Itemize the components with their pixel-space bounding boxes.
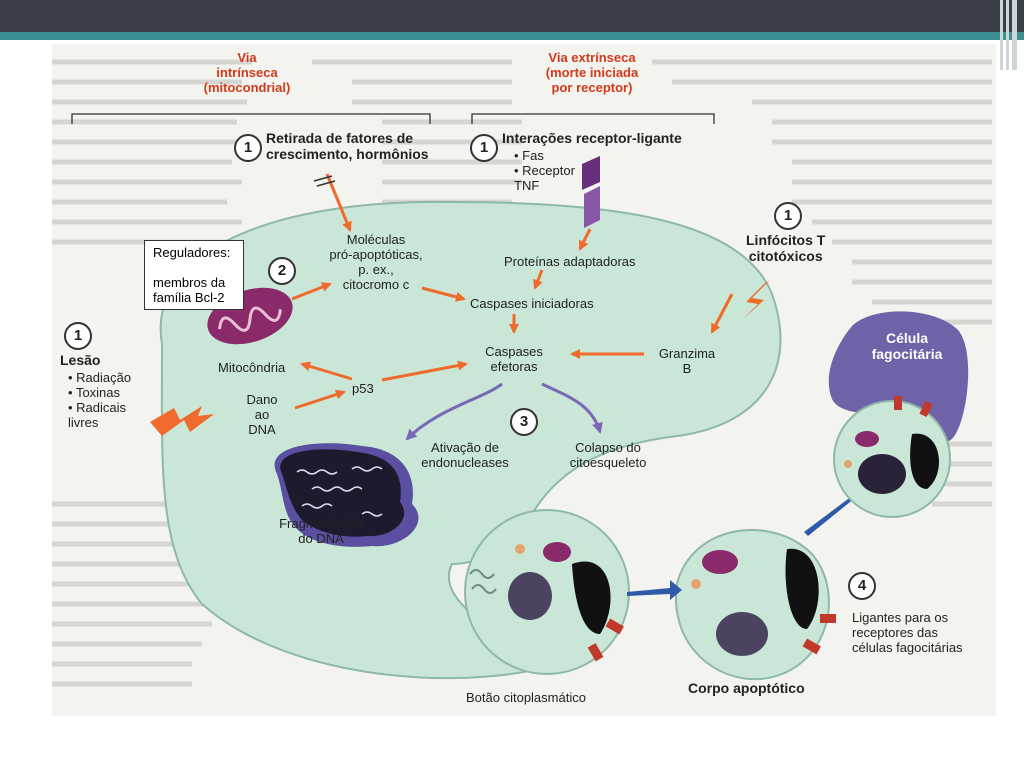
- step-number-ligands: 4: [848, 572, 876, 600]
- injury-label: Lesão: [60, 352, 101, 368]
- endonuclease-label: Ativação de endonucleases: [421, 440, 509, 470]
- dna-fragmentation-label: Fragmentação do DNA: [279, 516, 363, 546]
- background-text-texture: [52, 59, 992, 687]
- adapter-proteins-label: Proteínas adaptadoras: [504, 254, 636, 269]
- receptor-item: Fas: [514, 148, 575, 163]
- receptor-list: Fas Receptor TNF: [514, 148, 575, 193]
- cytoskeleton-label: Colapso do citoesqueleto: [569, 440, 647, 470]
- arrow-p53-mito: [300, 361, 353, 381]
- ligands-label: Ligantes para os receptores das células …: [852, 610, 963, 655]
- effector-caspases-label: Caspases efetoras: [485, 344, 543, 374]
- corner-decoration: [1000, 0, 1018, 70]
- arrow-mito-molecules: [291, 282, 332, 301]
- receptor-shape: [582, 156, 600, 228]
- apoptosis-diagram: [71, 113, 969, 681]
- withdrawal-label: Retirada de fatores de crescimento, horm…: [266, 130, 429, 162]
- lightning-injury: [150, 406, 214, 436]
- apoptotic-body-label: Corpo apoptótico: [688, 680, 805, 696]
- accent-bar: [0, 32, 1024, 40]
- arrow-adapter-initiator: [533, 269, 544, 290]
- granzyme-label: Granzima B: [658, 346, 716, 376]
- extrinsic-pathway-title: Via extrínseca (morte iniciada por recep…: [545, 50, 639, 95]
- pro-apoptotic-molecules-label: Moléculas pró-apoptóticas, p. ex., citoc…: [329, 232, 423, 292]
- cytoplasmic-bud-label: Botão citoplasmático: [466, 690, 586, 705]
- arrow-dna-p53: [294, 389, 346, 410]
- arrow-effector-cytoskeleton: [541, 382, 603, 434]
- step-number-injury: 1: [64, 322, 92, 350]
- injury-list: Radiação Toxinas Radicais livres: [68, 370, 131, 430]
- mitochondria-label: Mitocôndria: [218, 360, 286, 375]
- injury-item: Radicais livres: [68, 400, 131, 430]
- cytoplasmic-bud-cell: [464, 509, 630, 675]
- intrinsic-bracket: [71, 113, 431, 124]
- arrow-molecules-initiator: [421, 286, 466, 302]
- arrow-lymphocyte-granzyme: [710, 293, 734, 334]
- phagocyte-cell: [828, 311, 969, 518]
- phagocyte-label: Célula fagocitária: [871, 330, 943, 362]
- dna-damage-label: Dano ao DNA: [246, 392, 278, 437]
- dna-fragmentation-blob: [274, 443, 419, 547]
- receptor-interactions-label: Interações receptor-ligante: [502, 130, 682, 146]
- arrow-p53-effector: [381, 360, 468, 382]
- step-number-withdrawal: 1: [234, 134, 262, 162]
- injury-item: Toxinas: [68, 385, 131, 400]
- arrow-effector-endonuclease: [405, 382, 503, 441]
- extrinsic-bracket: [471, 113, 715, 124]
- diagram-slide: Via intrínseca (mitocondrial) Via extrín…: [52, 44, 996, 716]
- arrow-receptor-adapter: [578, 228, 592, 251]
- blocked-withdrawal-mark: [313, 175, 333, 182]
- injury-item: Radiação: [68, 370, 131, 385]
- cell-body: [159, 200, 782, 680]
- step-number-regulators: 2: [268, 257, 296, 285]
- initiator-caspases-label: Caspases iniciadoras: [470, 296, 594, 311]
- lymphocyte-label: Linfócitos T citotóxicos: [746, 232, 826, 264]
- step-number-effector: 3: [510, 408, 538, 436]
- receptor-item: Receptor TNF: [514, 163, 575, 193]
- arrow-withdrawal-molecules: [325, 173, 352, 232]
- step-number-receptor: 1: [470, 134, 498, 162]
- arrow-bud-to-body: [627, 580, 682, 600]
- lightning-lymphocyte: [742, 280, 770, 320]
- intrinsic-pathway-title: Via intrínseca (mitocondrial): [203, 50, 291, 95]
- apoptotic-body-cell: [674, 529, 836, 681]
- regulators-box: Reguladores: membros da família Bcl-2: [144, 240, 244, 310]
- p53-label: p53: [352, 381, 374, 396]
- header-bar: [0, 0, 1024, 32]
- step-number-lymphocyte: 1: [774, 202, 802, 230]
